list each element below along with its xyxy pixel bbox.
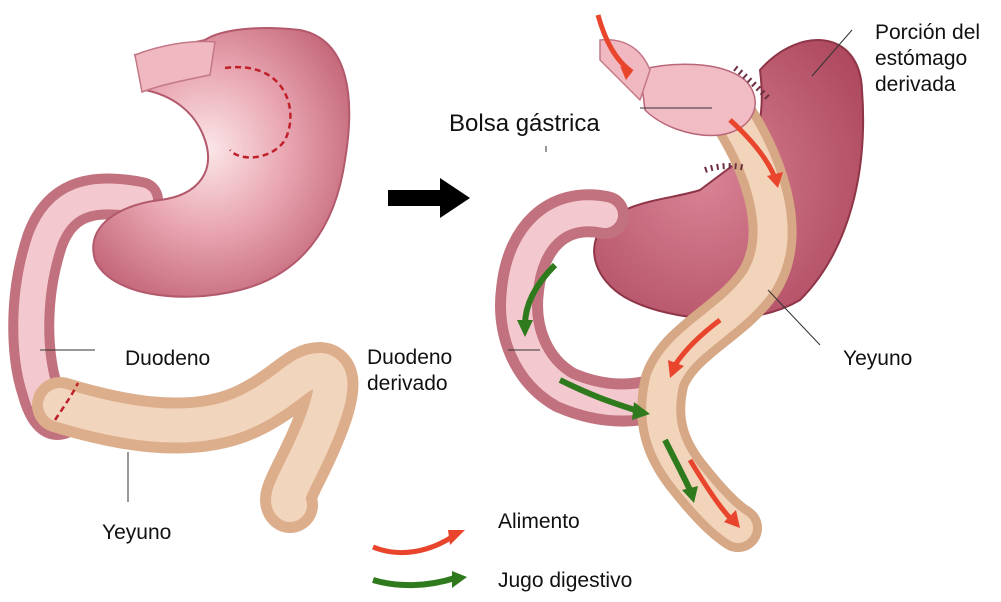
legend xyxy=(373,530,467,588)
label-duodeno-derivado-line2: derivado xyxy=(367,371,452,397)
label-left-yeyuno: Yeyuno xyxy=(102,520,171,546)
label-porcion-line3: derivada xyxy=(875,72,980,98)
label-porcion-line1: Porción del xyxy=(875,20,980,46)
label-porcion-estomago: Porción del estómago derivada xyxy=(875,20,980,98)
label-right-yeyuno: Yeyuno xyxy=(843,346,912,372)
legend-juice-label: Jugo digestivo xyxy=(498,568,632,594)
label-bolsa-gastrica: Bolsa gástrica xyxy=(449,110,600,138)
normal-anatomy xyxy=(31,28,349,505)
legend-juice-arrow xyxy=(373,578,455,585)
label-left-duodeno: Duodeno xyxy=(125,346,210,372)
label-porcion-line2: estómago xyxy=(875,46,980,72)
label-duodeno-derivado-line1: Duodeno xyxy=(367,345,452,371)
bypass-anatomy xyxy=(508,15,863,528)
left-stomach xyxy=(93,28,349,297)
transition-arrow xyxy=(388,178,470,218)
label-duodeno-derivado: Duodeno derivado xyxy=(367,345,452,397)
legend-food-label: Alimento xyxy=(498,509,580,535)
legend-food-arrow xyxy=(373,535,455,553)
